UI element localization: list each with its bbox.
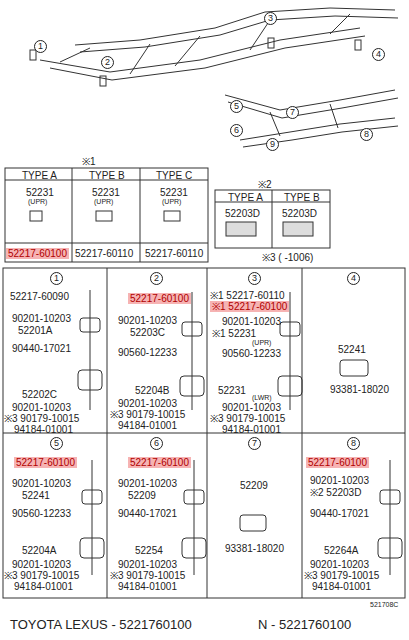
part-label: 521708C: [370, 601, 398, 609]
part-label: 90201-10203: [222, 316, 281, 327]
part-label: 52203D: [282, 208, 317, 219]
callout-number: 7: [248, 437, 261, 450]
panel-grid: [3, 268, 405, 598]
callout-number: 5: [50, 437, 63, 450]
part-label: 90201-10203: [12, 478, 71, 489]
part-label: 90201-10203: [12, 559, 71, 570]
part-label: TYPE B: [89, 170, 125, 181]
part-label: 90201-10203: [310, 475, 369, 486]
part-label: 52209: [128, 490, 156, 501]
part-label: TYPE C: [156, 170, 192, 181]
part-label: 90201-10203: [118, 559, 177, 570]
part-label: 94184-01001: [222, 424, 281, 435]
callout-number: 1: [34, 40, 47, 53]
part-label: (UPR): [94, 198, 113, 206]
part-label: 52209: [240, 480, 268, 491]
part-label: ※3 90179-10015: [110, 570, 185, 581]
part-label: ※2: [258, 179, 272, 190]
callout-number: 7: [286, 106, 299, 119]
part-label: N - 5221760100: [258, 617, 351, 632]
part-label: 52241: [338, 344, 366, 355]
part-label: 90201-10203: [310, 559, 369, 570]
mount-parts: [78, 290, 402, 575]
part-label: 93381-18020: [225, 543, 284, 554]
part-label: 90560-12233: [222, 348, 281, 359]
part-label: 90201-10203: [118, 315, 177, 326]
part-label: 90201-10203: [12, 313, 71, 324]
part-label: 90560-12233: [118, 347, 177, 358]
part-label: (LWR): [252, 394, 272, 402]
part-label: 94184-01001: [14, 424, 73, 435]
callout-number: 6: [150, 437, 163, 450]
part-label: ※3 90179-10015: [110, 409, 185, 420]
callout-number: 1: [50, 272, 63, 285]
part-label: ※3 90179-10015: [210, 413, 285, 424]
part-label: 52204A: [22, 545, 56, 556]
part-label: 52231: [218, 385, 246, 396]
part-label: 52231: [160, 187, 188, 198]
part-label: 90440-17021: [118, 508, 177, 519]
part-label: 52202C: [22, 389, 57, 400]
highlighted-part-number: 52217-60100: [128, 293, 191, 304]
part-label: TYPE A: [228, 192, 263, 203]
part-label: 52217-60110: [75, 248, 133, 259]
callout-number: 2: [150, 272, 163, 285]
highlighted-part-number: 52217-60100: [6, 248, 69, 259]
part-label: (UPR): [162, 198, 181, 206]
frame-drawing: [30, 8, 398, 147]
callout-number: 8: [347, 437, 360, 450]
part-label: TYPE A: [22, 170, 57, 181]
part-label: 52231: [26, 187, 54, 198]
part-label: 94184-01001: [312, 581, 371, 592]
part-label: ※1 52217-60110: [210, 290, 285, 301]
part-label: 52203C: [130, 327, 165, 338]
part-label: ※3 ( -1006): [262, 252, 313, 263]
highlighted-part-number: ※1 52217-60100: [210, 301, 289, 312]
part-label: 94184-01001: [118, 420, 177, 431]
part-label: 90201-10203: [222, 402, 281, 413]
part-label: 90201-10203: [118, 478, 177, 489]
callout-number: 5: [230, 100, 243, 113]
part-label: (UPR): [252, 339, 271, 347]
part-label: 90440-17021: [310, 508, 369, 519]
highlighted-part-number: 52217-60100: [14, 457, 77, 468]
part-label: (UPR): [28, 198, 47, 206]
part-label: 94184-01001: [118, 581, 177, 592]
callout-number: 4: [347, 272, 360, 285]
part-label: 52254: [135, 545, 163, 556]
part-label: 52264A: [324, 545, 358, 556]
callout-number: 4: [372, 48, 385, 61]
highlighted-part-number: 52217-60100: [306, 457, 369, 468]
part-label: 90440-17021: [12, 343, 71, 354]
part-label: 52231: [92, 187, 120, 198]
highlighted-part-number: 52217-60100: [128, 457, 191, 468]
part-label: TYPE B: [284, 192, 320, 203]
part-label: ※3 90179-10015: [4, 413, 79, 424]
callout-number: 8: [360, 128, 373, 141]
callout-number: 3: [264, 12, 277, 25]
type-table: [5, 168, 330, 262]
part-label: 90201-10203: [118, 398, 177, 409]
part-label: 94184-01001: [14, 581, 73, 592]
part-label: 90560-12233: [12, 508, 71, 519]
callout-number: 6: [230, 124, 243, 137]
callout-number: 3: [248, 272, 261, 285]
callout-number: 2: [101, 56, 114, 69]
part-label: ※3 90179-10015: [4, 570, 79, 581]
part-label: ※3 90179-10015: [304, 570, 379, 581]
callout-number: 9: [266, 138, 279, 151]
part-label: 93381-18020: [330, 384, 389, 395]
part-label: 52203D: [225, 208, 260, 219]
part-label: ※1 52231: [212, 328, 256, 339]
part-label: 52204B: [135, 385, 169, 396]
part-label: 52201A: [18, 325, 52, 336]
part-label: 52217-60090: [10, 291, 69, 302]
part-label: ※2 52203D: [310, 487, 361, 498]
part-label: 52241: [22, 490, 50, 501]
part-label: 52217-60110: [145, 248, 203, 259]
caption: TOYOTA LEXUS - 5221760100: [10, 617, 192, 632]
part-label: ※1: [82, 156, 96, 167]
part-label: 90201-10203: [12, 402, 71, 413]
